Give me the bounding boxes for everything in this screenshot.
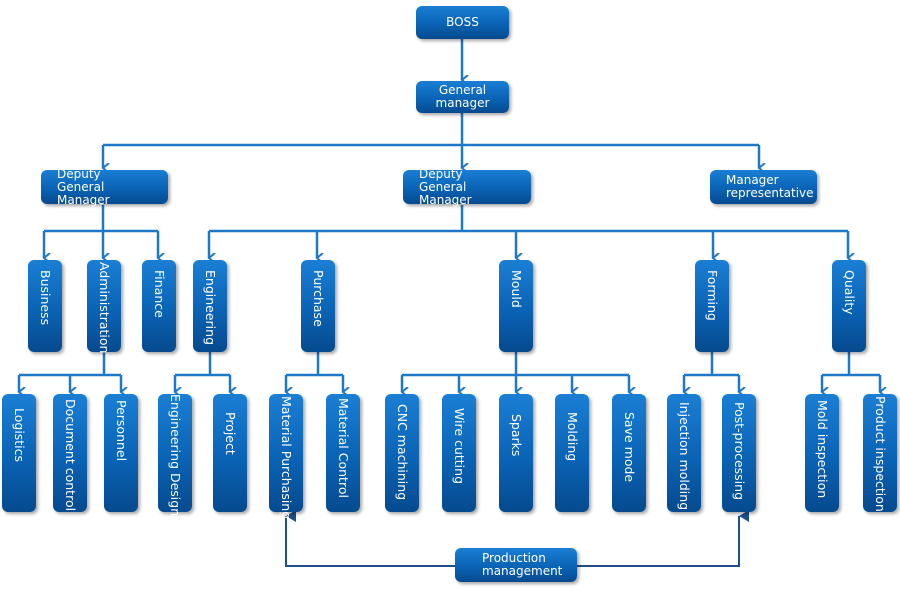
node-label: Deputy General Manager: [57, 166, 110, 207]
node-save-mode[interactable]: Save mode: [612, 394, 646, 512]
node-label: Mould: [509, 270, 524, 308]
node-label: Material Control: [336, 398, 351, 498]
node-injection-molding[interactable]: Injection molding: [667, 394, 701, 512]
node-personnel[interactable]: Personnel: [104, 394, 138, 512]
node-label: Finance: [152, 270, 167, 318]
node-administration[interactable]: Administration: [87, 260, 121, 354]
link-production-post-processing: [577, 510, 749, 567]
node-label: Business: [38, 270, 53, 326]
node-purchase[interactable]: Purchase: [301, 260, 335, 352]
node-cnc-machining[interactable]: CNC machining: [385, 394, 419, 512]
node-label: Engineering Design: [168, 394, 183, 517]
node-label: Project: [223, 412, 238, 455]
node-label: Production management: [482, 551, 563, 578]
node-deputy-gm-center[interactable]: Deputy General Manager: [403, 166, 531, 207]
node-document-control[interactable]: Document control: [53, 394, 87, 512]
node-mold-inspection[interactable]: Mold inspection: [805, 394, 839, 512]
node-label: Deputy General Manager: [419, 166, 472, 207]
node-label: Post-processing: [732, 402, 747, 501]
node-deputy-gm-left[interactable]: Deputy General Manager: [41, 166, 168, 207]
node-sparks[interactable]: Sparks: [499, 394, 533, 512]
node-label: Injection molding: [677, 402, 692, 511]
node-finance[interactable]: Finance: [142, 260, 176, 352]
node-general-manager[interactable]: General manager: [416, 81, 509, 113]
node-label: CNC machining: [395, 404, 410, 501]
node-label: Manager representative: [726, 173, 814, 200]
node-material-control[interactable]: Material Control: [326, 394, 360, 512]
node-project[interactable]: Project: [213, 394, 247, 512]
node-wire-cutting[interactable]: Wire cutting: [442, 394, 476, 512]
node-post-processing[interactable]: Post-processing: [722, 394, 756, 512]
node-label: Personnel: [114, 400, 129, 462]
node-label: Molding: [565, 412, 580, 462]
node-material-purchasing[interactable]: Material Purchasing: [269, 394, 303, 520]
node-manager-representative[interactable]: Manager representative: [710, 170, 817, 204]
node-engineering[interactable]: Engineering: [193, 260, 227, 352]
node-label: Product inspection: [873, 396, 888, 512]
node-molding[interactable]: Molding: [555, 394, 589, 512]
node-label: Quality: [842, 270, 857, 315]
node-label: Administration: [97, 262, 112, 354]
node-quality[interactable]: Quality: [832, 260, 866, 352]
node-label: Sparks: [509, 414, 524, 457]
node-label: Forming: [705, 270, 720, 321]
node-production-management[interactable]: Production management: [455, 548, 577, 582]
node-business[interactable]: Business: [28, 260, 62, 352]
node-forming[interactable]: Forming: [695, 260, 729, 352]
node-label: Purchase: [311, 270, 326, 327]
node-label: Mold inspection: [815, 400, 830, 499]
node-logistics[interactable]: Logistics: [2, 394, 36, 512]
node-label: Engineering: [203, 270, 218, 345]
node-label: Logistics: [12, 408, 27, 463]
link-production-material-purchasing: [285, 510, 455, 567]
node-label: BOSS: [446, 15, 479, 29]
node-mould[interactable]: Mould: [499, 260, 533, 352]
node-engineering-design[interactable]: Engineering Design: [158, 394, 192, 517]
node-label: Save mode: [622, 412, 637, 483]
node-label: General manager: [435, 83, 490, 110]
node-label: Wire cutting: [452, 408, 467, 485]
node-label: Material Purchasing: [279, 396, 294, 520]
node-label: Document control: [63, 399, 78, 512]
node-boss[interactable]: BOSS: [416, 6, 509, 39]
node-product-inspection[interactable]: Product inspection: [863, 394, 897, 512]
